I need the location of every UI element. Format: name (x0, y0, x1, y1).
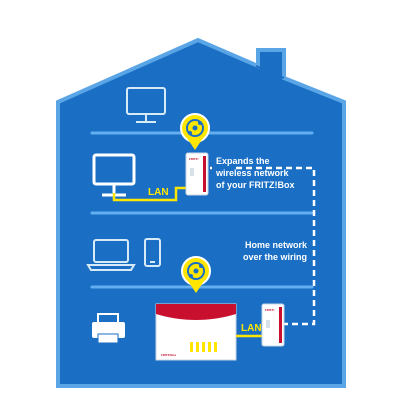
lan-cable-upper (112, 186, 186, 202)
powerline-adapter-icon: FRITZ! (261, 303, 285, 347)
expand-caption-line1: Expands the (216, 156, 270, 166)
home-network-caption-line1: Home network (245, 240, 308, 250)
adapter-brand-top: FRITZ! (189, 157, 199, 161)
lan-label-lower: LAN (241, 323, 262, 334)
home-network-caption-line2: over the wiring (243, 252, 307, 262)
router-brand: FRITZ!Box (161, 353, 176, 357)
expand-caption-line2: wireless network (215, 168, 290, 178)
adapter-brand-bottom: FRITZ! (265, 308, 275, 312)
monitor-icon (126, 87, 166, 123)
expand-caption-line3: of your FRITZ!Box (216, 180, 295, 190)
wifi-badge-icon (181, 256, 211, 293)
lan-label-upper: LAN (148, 187, 169, 198)
smartphone-icon (144, 238, 161, 267)
router-icon: FRITZ!Box (155, 303, 237, 361)
printer-icon (92, 313, 125, 344)
in-wall-wiring-line (210, 166, 316, 326)
wifi-badge-icon (180, 113, 210, 150)
laptop-icon (86, 239, 136, 271)
powerline-adapter-icon: FRITZ! (185, 152, 209, 196)
